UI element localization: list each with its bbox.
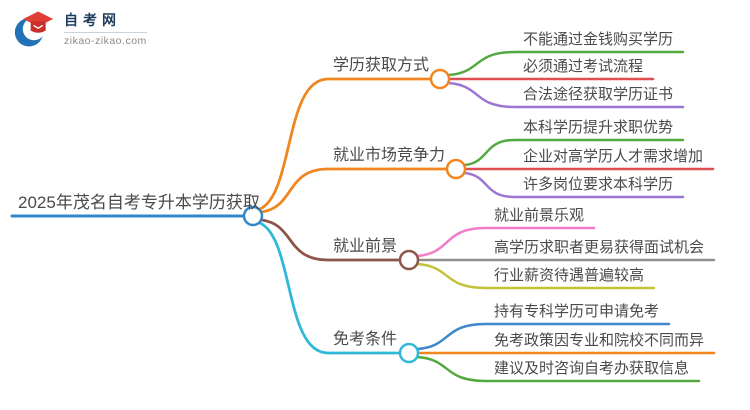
- logo-divider: [64, 31, 147, 33]
- logo-title: 自考网: [64, 11, 121, 28]
- connector-line: [258, 221, 402, 355]
- subtopic[interactable]: 必须通过考试流程: [523, 58, 644, 75]
- subtopic[interactable]: 许多岗位要求本科学历: [523, 176, 674, 193]
- subtopic[interactable]: 合法途径获取学历证书: [523, 86, 674, 103]
- branch-topic[interactable]: 就业市场竞争力: [333, 147, 446, 164]
- root-topic[interactable]: 2025年茂名自考专升本学历获取: [18, 193, 260, 212]
- subtopic[interactable]: 建议及时咨询自考办获取信息: [494, 360, 690, 377]
- logo-domain: zikao-zikao.com: [64, 34, 147, 47]
- connector-line: [447, 50, 685, 77]
- connector-line: [463, 171, 685, 199]
- graduation-cap-icon: [14, 11, 54, 47]
- branch-topic[interactable]: 学历获取方式: [333, 57, 430, 74]
- logo-text-block: 自考网 zikao-zikao.com: [64, 12, 147, 47]
- connector-line: [463, 138, 685, 167]
- subtopic[interactable]: 持有专科学历可申请免考: [494, 303, 660, 320]
- node-toggle-circle[interactable]: [398, 249, 420, 271]
- subtopic[interactable]: 行业薪资待遇普遍较高: [494, 267, 645, 284]
- subtopic[interactable]: 企业对高学历人才需求增加: [523, 148, 704, 165]
- connector-line: [416, 355, 701, 383]
- connector-line: [260, 218, 402, 262]
- node-toggle-circle[interactable]: [242, 205, 264, 227]
- node-toggle-circle[interactable]: [429, 68, 451, 90]
- subtopic[interactable]: 本科学历提升求职优势: [523, 119, 674, 136]
- connector-line: [416, 226, 596, 258]
- site-logo: 自考网 zikao-zikao.com: [14, 8, 147, 50]
- node-toggle-circle[interactable]: [398, 342, 420, 364]
- connector-line: [416, 262, 656, 290]
- subtopic[interactable]: 就业前景乐观: [494, 207, 585, 224]
- connector-line: [258, 77, 433, 211]
- subtopic[interactable]: 不能通过金钱购买学历: [523, 31, 674, 48]
- connector-line: [260, 167, 449, 214]
- branch-topic[interactable]: 免考条件: [333, 331, 398, 348]
- connector-line: [416, 322, 671, 351]
- subtopic[interactable]: 高学历求职者更易获得面试机会: [494, 239, 705, 256]
- connector-line: [447, 81, 685, 109]
- branch-topic[interactable]: 就业前景: [333, 238, 398, 255]
- node-toggle-circle[interactable]: [445, 158, 467, 180]
- subtopic[interactable]: 免考政策因专业和院校不同而异: [494, 332, 705, 349]
